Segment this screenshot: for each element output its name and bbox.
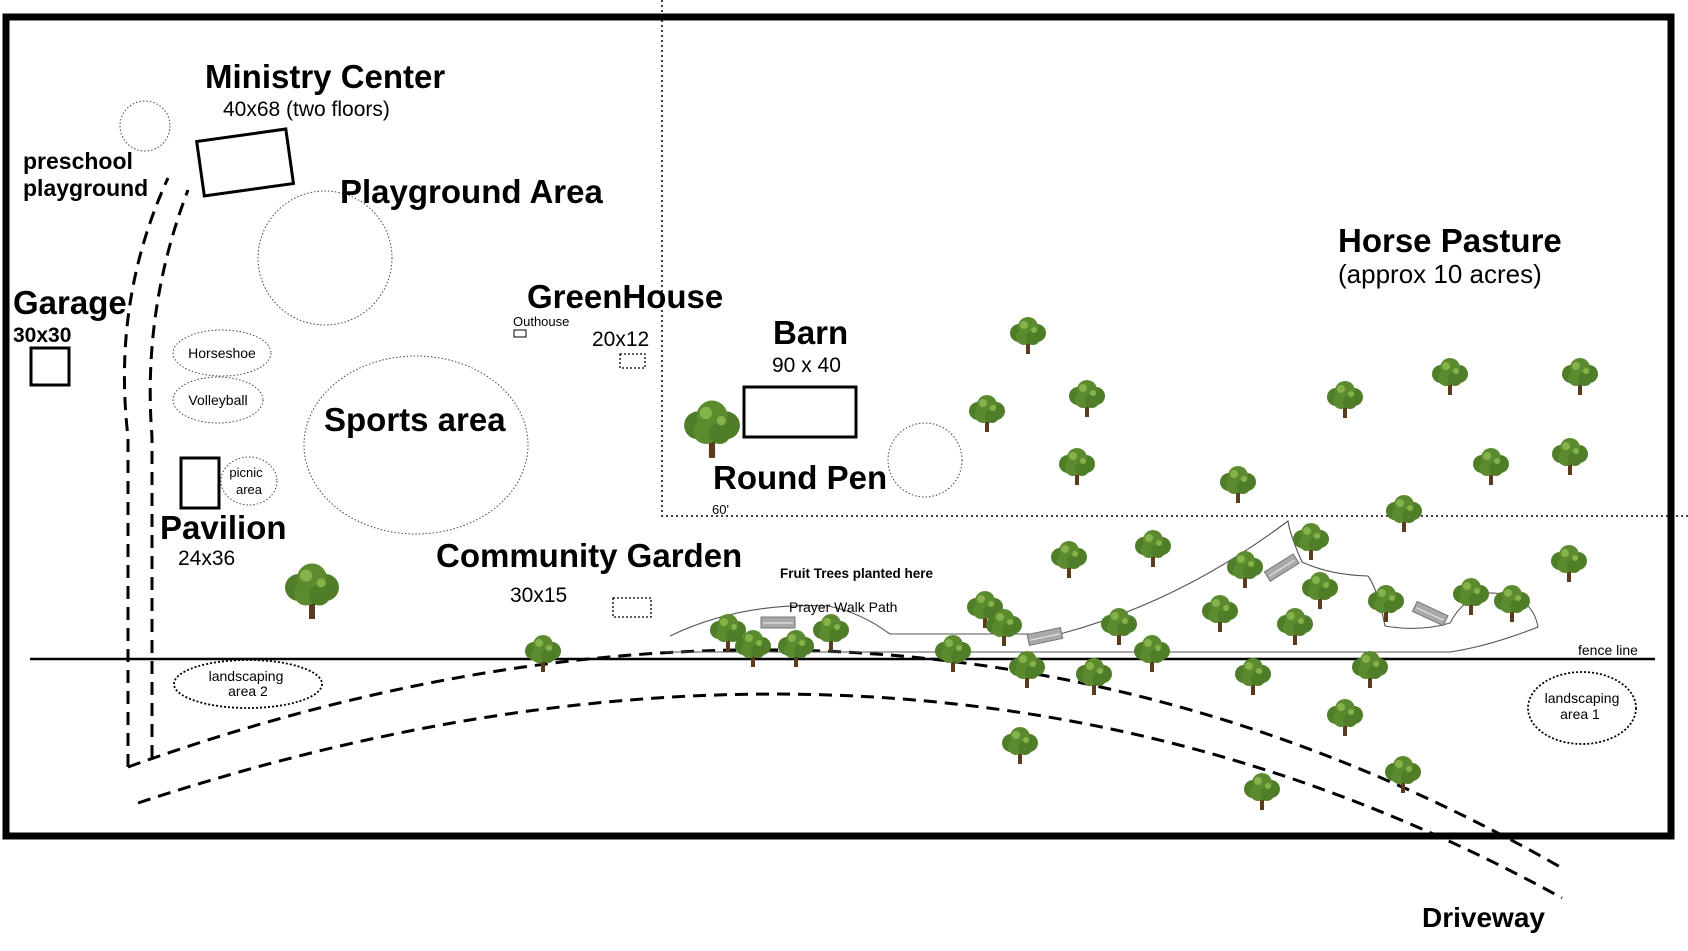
landscaping-area-2-label-2: area 2 bbox=[228, 683, 268, 699]
greenhouse-building bbox=[619, 353, 646, 369]
tree-icon bbox=[1384, 755, 1422, 794]
pavilion-label: Pavilion bbox=[160, 509, 287, 546]
outhouse-building bbox=[513, 329, 527, 338]
round-pen-label: Round Pen bbox=[713, 459, 887, 496]
property-boundary bbox=[2, 13, 1675, 840]
bench-icon bbox=[760, 616, 796, 629]
tree-icon bbox=[1472, 447, 1510, 486]
community-garden-label: Community Garden bbox=[436, 537, 742, 574]
horseshoe-label: Horseshoe bbox=[188, 345, 256, 361]
fruit-trees-label: Fruit Trees planted here bbox=[780, 566, 934, 581]
landscaping-area-1-label: landscaping bbox=[1545, 690, 1620, 706]
driveway-label: Driveway bbox=[1422, 902, 1545, 933]
barn-building bbox=[742, 385, 858, 439]
tree-icon bbox=[1219, 465, 1257, 504]
tree-icon bbox=[1243, 772, 1281, 811]
horse-pasture-size: (approx 10 acres) bbox=[1338, 259, 1542, 289]
tree-icon bbox=[1385, 494, 1423, 533]
tree-icon bbox=[1551, 437, 1589, 476]
tree-icon bbox=[1452, 577, 1490, 616]
community-garden-plot bbox=[612, 597, 652, 618]
picnic-area-label: picnic bbox=[229, 465, 263, 480]
ministry-center-size: 40x68 (two floors) bbox=[223, 98, 390, 121]
round-pen-size: 60' bbox=[712, 502, 729, 517]
bench-icon bbox=[1026, 626, 1064, 647]
volleyball-area bbox=[172, 376, 264, 424]
tree-icon bbox=[1234, 657, 1272, 696]
side-road-inner bbox=[148, 189, 190, 758]
tree-icon bbox=[682, 399, 742, 460]
pavilion-size: 24x36 bbox=[178, 547, 235, 570]
tree-icon bbox=[1301, 571, 1339, 610]
tree-icon bbox=[934, 634, 972, 673]
landscaping-area-2-label: landscaping bbox=[209, 668, 284, 684]
pavilion-building bbox=[179, 456, 221, 510]
volleyball-label: Volleyball bbox=[188, 392, 247, 408]
garage-size: 30x30 bbox=[13, 324, 71, 347]
outhouse-label: Outhouse bbox=[513, 314, 569, 329]
community-garden-size: 30x15 bbox=[510, 584, 567, 607]
barn-label: Barn bbox=[773, 314, 848, 351]
side-road-outer bbox=[122, 177, 170, 767]
ministry-center-building bbox=[194, 127, 296, 198]
tree-icon bbox=[1226, 550, 1264, 589]
sports-area-label: Sports area bbox=[324, 401, 506, 438]
horse-pasture-label: Horse Pasture bbox=[1338, 222, 1562, 259]
playground-area-circle bbox=[257, 190, 393, 326]
garage-building bbox=[29, 346, 71, 387]
bench-icon bbox=[1263, 553, 1300, 582]
tree-icon bbox=[1058, 447, 1096, 486]
ministry-center-label: Ministry Center bbox=[205, 58, 445, 95]
driveway-outer bbox=[127, 648, 1563, 870]
picnic-area-label-2: area bbox=[236, 482, 263, 497]
tree-icon bbox=[1326, 380, 1364, 419]
tree-icon bbox=[283, 562, 341, 621]
tree-icon bbox=[1009, 316, 1047, 355]
prayer-walk-label: Prayer Walk Path bbox=[789, 599, 897, 615]
round-pen-circle bbox=[887, 422, 963, 498]
sports-area-circle bbox=[303, 355, 529, 535]
horseshoe-area bbox=[172, 329, 272, 377]
preschool-playground-label-2: playground bbox=[23, 175, 148, 201]
bench-icon bbox=[1411, 600, 1449, 627]
tree-icon bbox=[968, 394, 1006, 433]
driveway-inner bbox=[137, 692, 1563, 900]
tree-icon bbox=[1134, 529, 1172, 568]
tree-icon bbox=[1351, 650, 1389, 689]
tree-icon bbox=[1050, 540, 1088, 579]
tree-icon bbox=[1008, 650, 1046, 689]
horse-pasture-boundary bbox=[661, 0, 1688, 517]
tree-icon bbox=[1201, 594, 1239, 633]
landscaping-area-1-label-2: area 1 bbox=[1560, 706, 1600, 722]
tree-icon bbox=[1326, 698, 1364, 737]
picnic-area bbox=[220, 456, 278, 506]
fence-line-label: fence line bbox=[1578, 642, 1638, 658]
tree-icon bbox=[1068, 379, 1106, 418]
landscaping-area-2 bbox=[173, 659, 323, 709]
tree-icon bbox=[1100, 607, 1138, 646]
tree-icon bbox=[1276, 607, 1314, 646]
greenhouse-label: GreenHouse bbox=[527, 278, 723, 315]
garage-label: Garage bbox=[13, 284, 127, 321]
playground-area-label: Playground Area bbox=[340, 173, 603, 210]
tree-icon bbox=[777, 629, 815, 668]
tree-icon bbox=[1001, 726, 1039, 765]
tree-icon bbox=[524, 634, 562, 673]
tree-icon bbox=[1431, 357, 1469, 396]
barn-size: 90 x 40 bbox=[772, 354, 841, 377]
tree-icon bbox=[1493, 584, 1531, 623]
tree-icon bbox=[1367, 584, 1405, 623]
landscaping-area-1 bbox=[1527, 671, 1637, 745]
tree-icon bbox=[1550, 544, 1588, 583]
preschool-playground-label: preschool bbox=[23, 148, 133, 174]
tree-icon bbox=[1561, 357, 1599, 396]
preschool-playground-area bbox=[119, 100, 171, 152]
greenhouse-size: 20x12 bbox=[592, 328, 649, 351]
tree-icon bbox=[812, 613, 850, 652]
tree-icon bbox=[1133, 634, 1171, 673]
